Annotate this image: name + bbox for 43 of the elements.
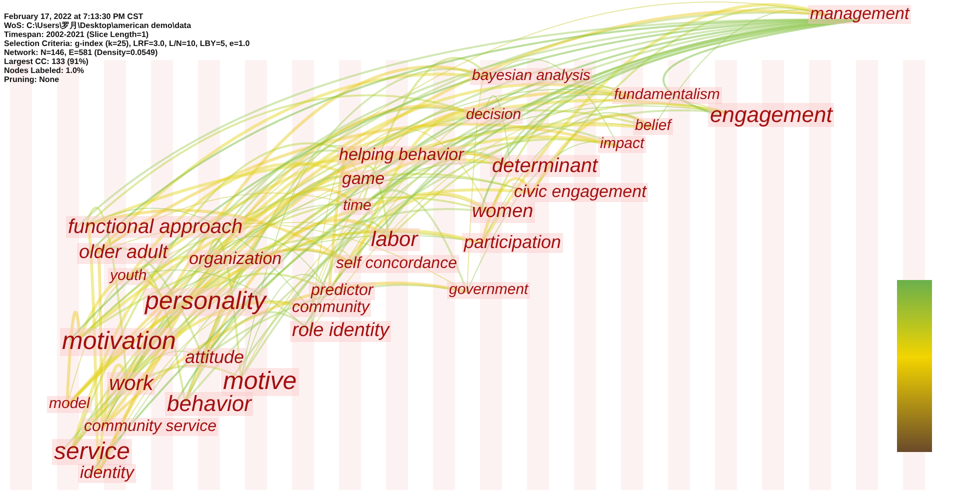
keyword-label: management <box>808 5 912 24</box>
keyword-label: motivation <box>60 328 178 356</box>
network-info-text: Largest CC: 133 (91%) <box>4 57 88 66</box>
keyword-label: role identity <box>290 321 392 342</box>
keyword-label: motive <box>221 368 299 396</box>
keyword-label: functional approach <box>66 216 245 238</box>
keyword-label: participation <box>462 233 564 253</box>
keyword-label: engagement <box>708 103 834 128</box>
keyword-label: self concordance <box>334 255 459 273</box>
keyword-label: government <box>447 282 530 298</box>
keyword-label: bayesian analysis <box>470 68 592 84</box>
keyword-label: fundamentalism <box>612 87 722 104</box>
network-info-text: WoS: C:\Users\罗月\Desktop\american demo\data <box>4 21 192 30</box>
keyword-label: attitude <box>183 348 246 368</box>
keyword-label: personality <box>143 288 268 316</box>
keyword-label: community <box>290 299 372 317</box>
keyword-label: women <box>470 202 536 223</box>
network-info-text: Network: N=146, E=581 (Density=0.0549) <box>4 48 158 57</box>
network-info-text: Timespan: 2002-2021 (Slice Length=1) <box>4 30 149 39</box>
keyword-label: impact <box>598 136 646 152</box>
network-info-text: Nodes Labeled: 1.0% <box>4 66 84 75</box>
keyword-label: helping behavior <box>337 146 466 165</box>
keyword-label: community service <box>82 418 218 436</box>
network-info-text: Selection Criteria: g-index (k=25), LRF=3.0, L/N=10, LBY=5, e=1.0 <box>4 39 250 48</box>
keyword-label: identity <box>78 464 136 483</box>
keyword-label: game <box>340 170 387 189</box>
network-info-text: February 17, 2022 at 7:13:30 PM CST <box>4 12 144 21</box>
keyword-label: belief <box>633 118 673 134</box>
color-scale-bar <box>897 280 932 452</box>
keyword-label: older adult <box>77 243 170 264</box>
keyword-label: decision <box>464 107 524 124</box>
network-info-text: Pruning: None <box>4 75 60 84</box>
keyword-label: determinant <box>490 155 600 177</box>
keyword-label: service <box>52 439 132 466</box>
keyword-label: work <box>107 372 156 396</box>
keyword-label: model <box>47 396 92 412</box>
keyword-label: behavior <box>165 392 254 416</box>
keyword-label: labor <box>369 228 420 252</box>
keyword-label: time <box>341 198 374 214</box>
keyword-label: civic engagement <box>512 183 648 202</box>
keyword-label: predictor <box>309 282 376 300</box>
keyword-label: youth <box>108 268 149 284</box>
keyword-label: organization <box>187 250 284 269</box>
